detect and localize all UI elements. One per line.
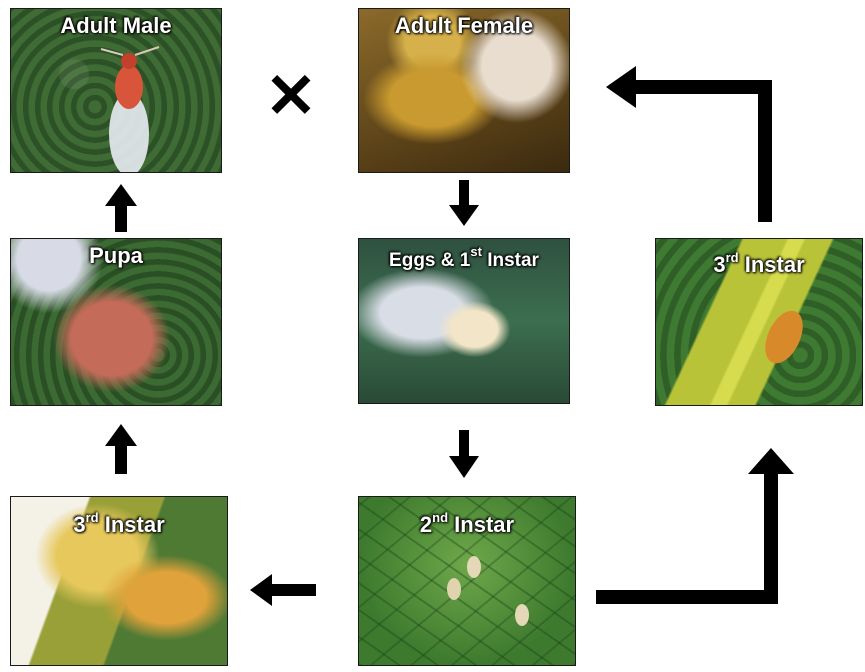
- third-instar-right-label-pre: 3: [713, 252, 726, 277]
- eggs-first-instar-label-post: Instar: [481, 250, 539, 271]
- panel-third-instar-right: 3rd Instar: [655, 238, 863, 406]
- arrow-third-right-to-female: [606, 66, 772, 222]
- arrow-eggs-to-second-instar: [449, 430, 479, 478]
- panel-eggs-first-instar: Eggs & 1st Instar: [358, 238, 570, 404]
- adult-female-label: Adult Female: [394, 13, 534, 38]
- third-instar-right-label: 3rd Instar: [656, 251, 862, 276]
- arrow-second-to-third-right: [596, 448, 794, 604]
- third-instar-right-label-post: Instar: [738, 252, 805, 277]
- arrow-female-to-eggs: [449, 180, 479, 226]
- second-instar-label-sup: nd: [432, 510, 449, 525]
- arrow-second-to-third-left: [250, 574, 316, 606]
- third-instar-left-label: 3rd Instar: [11, 511, 227, 536]
- adult-male-label: Adult Male: [60, 13, 172, 38]
- second-instar-photo: [359, 497, 575, 665]
- arrow-pupa-to-male: [105, 184, 137, 232]
- panel-third-instar-left: 3rd Instar: [10, 496, 228, 666]
- eggs-first-instar-label-sup: st: [470, 244, 482, 259]
- third-instar-right-photo: [656, 239, 862, 405]
- panel-adult-female: Adult Female: [358, 8, 570, 173]
- adult-female-photo: [359, 9, 569, 172]
- panel-pupa: Pupa: [10, 238, 222, 406]
- second-instar-label-post: Instar: [448, 512, 515, 537]
- eggs-first-instar-photo: [359, 239, 569, 403]
- pupa-photo: [11, 239, 221, 405]
- panel-adult-male: Adult Male: [10, 8, 222, 173]
- third-instar-left-label-sup: rd: [85, 510, 99, 525]
- mating-cross-icon: ✕: [265, 62, 317, 131]
- second-instar-label: 2nd Instar: [359, 511, 575, 536]
- eggs-first-instar-label: Eggs & 1st Instar: [359, 245, 569, 270]
- third-instar-left-label-pre: 3: [73, 512, 86, 537]
- third-instar-left-photo: [11, 497, 227, 665]
- adult-male-photo: [11, 9, 221, 172]
- eggs-first-instar-label-pre: Eggs & 1: [389, 250, 471, 271]
- second-instar-label-pre: 2: [419, 512, 433, 537]
- third-instar-right-label-sup: rd: [725, 250, 739, 265]
- arrow-third-left-to-pupa: [105, 424, 137, 474]
- third-instar-left-label-post: Instar: [98, 512, 165, 537]
- pupa-label: Pupa: [89, 243, 143, 268]
- panel-second-instar: 2nd Instar: [358, 496, 576, 666]
